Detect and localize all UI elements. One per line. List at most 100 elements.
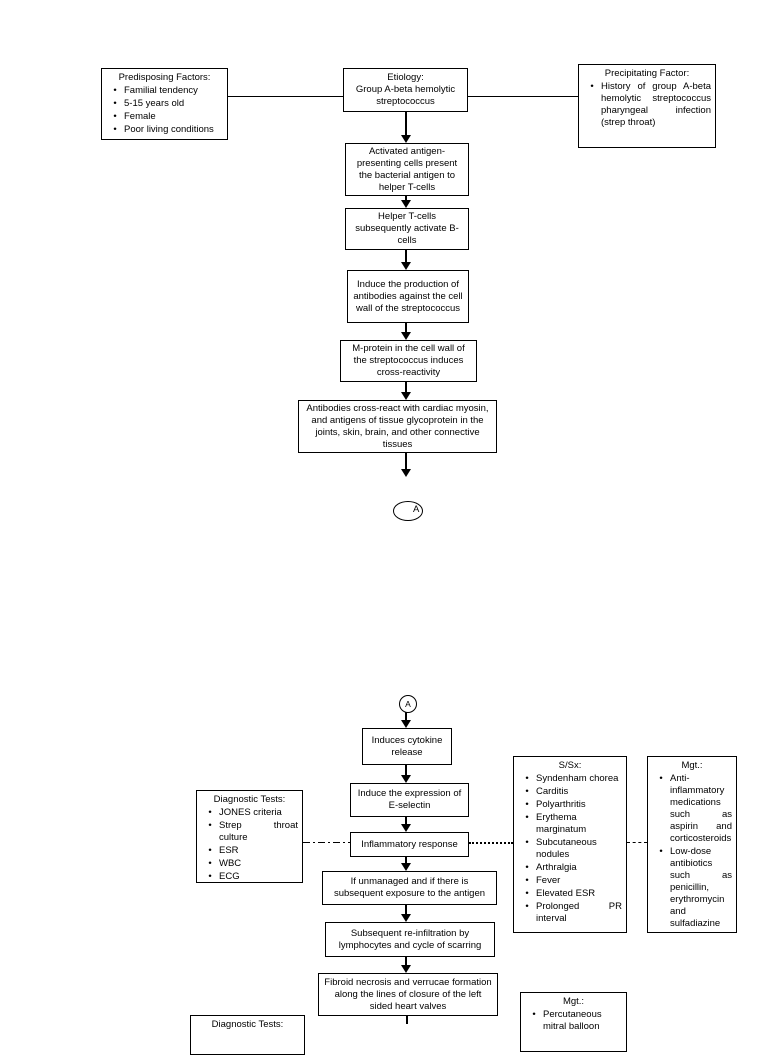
- management-box-2: Mgt.: Percutaneous mitral balloon: [520, 992, 627, 1052]
- list-item: Carditis: [518, 786, 622, 798]
- flow-arrow: [401, 957, 411, 973]
- connector-line-dotted: [469, 842, 513, 844]
- flow-box-text: Induces cytokine release: [371, 734, 443, 758]
- flow-arrow: [401, 857, 411, 871]
- flow-box-antibody-production: Induce the production of antibodies agai…: [347, 270, 469, 323]
- flow-box-helper-tcells: Helper T-cells subsequently activate B-c…: [345, 208, 469, 250]
- flowchart-page: { "connector_label": "A", "colors": {"li…: [0, 0, 768, 1024]
- flow-box-unmanaged: If unmanaged and if there is subsequent …: [322, 871, 497, 905]
- bullet-icon: [201, 871, 219, 883]
- arrow-down-icon: [401, 469, 411, 477]
- list-item: Strep throat culture: [201, 820, 298, 844]
- flow-box-fibroid-necrosis: Fibroid necrosis and verrucae formation …: [318, 973, 498, 1016]
- bullet-icon: [106, 85, 124, 97]
- bullet-icon: [201, 858, 219, 870]
- list-item: Elevated ESR: [518, 888, 622, 900]
- connector-line-left: [228, 96, 343, 97]
- arrow-down-icon: [401, 965, 411, 973]
- management-box: Mgt.: Anti-inflammatory medications such…: [647, 756, 737, 933]
- flow-arrow: [401, 817, 411, 832]
- list-item: WBC: [201, 858, 298, 870]
- diagnostic-tests-box-2: Diagnostic Tests:: [190, 1015, 305, 1055]
- flow-arrow: [401, 905, 411, 922]
- connector-ellipse: [393, 501, 423, 521]
- connector-line-right: [468, 96, 578, 97]
- connector-line-dashdot: [303, 842, 350, 843]
- etiology-title: Etiology:: [387, 72, 424, 83]
- arrow-down-icon: [401, 720, 411, 728]
- ssx-title: S/Sx:: [558, 760, 582, 771]
- arrow-down-icon: [401, 262, 411, 270]
- list-item: ESR: [201, 845, 298, 857]
- connector-label-a: A: [405, 699, 411, 709]
- list-item: Subcutaneous nodules: [518, 837, 622, 861]
- bullet-icon: [106, 98, 124, 110]
- bullet-icon: [518, 773, 536, 785]
- bullet-icon: [201, 845, 219, 857]
- list-item: Familial tendency: [106, 85, 223, 97]
- list-item: Prolonged PR interval: [518, 901, 622, 925]
- etiology-body: Group A-beta hemolytic streptococcus: [355, 84, 456, 107]
- list-item: Fever: [518, 875, 622, 887]
- flow-arrow: [401, 453, 411, 477]
- bullet-icon: [518, 875, 536, 887]
- flow-box-inflammatory-response: Inflammatory response: [350, 832, 469, 857]
- arrow-down-icon: [401, 332, 411, 340]
- bullet-icon: [652, 846, 670, 930]
- signs-symptoms-box: S/Sx: Syndenham chorea Carditis Polyarth…: [513, 756, 627, 933]
- bullet-icon: [106, 124, 124, 136]
- flow-box-antigen-presenting: Activated antigen-presenting cells prese…: [345, 143, 469, 196]
- bullet-icon: [518, 888, 536, 900]
- bullet-icon: [518, 812, 536, 836]
- list-item: History of group A-beta hemolytic strept…: [583, 81, 711, 129]
- list-item: ECG: [201, 871, 298, 883]
- etiology-box: Etiology: Group A-beta hemolytic strepto…: [343, 68, 468, 112]
- connector-circle-a: A: [399, 695, 417, 713]
- flow-line-tail: [406, 1016, 408, 1024]
- flow-box-eselectin: Induce the expression of E-selectin: [350, 783, 469, 817]
- flow-box-text: If unmanaged and if there is subsequent …: [333, 876, 486, 899]
- flow-arrow: [401, 382, 411, 400]
- bullet-icon: [525, 1009, 543, 1033]
- flow-arrow: [401, 196, 411, 208]
- list-item: 5-15 years old: [106, 98, 223, 110]
- flow-arrow: [401, 112, 411, 143]
- list-item: Syndenham chorea: [518, 773, 622, 785]
- arrow-down-icon: [401, 914, 411, 922]
- bullet-icon: [518, 862, 536, 874]
- list-item: Percutaneous mitral balloon: [525, 1009, 622, 1033]
- bullet-icon: [518, 786, 536, 798]
- bullet-icon: [652, 773, 670, 845]
- arrow-down-icon: [401, 200, 411, 208]
- bullet-icon: [106, 111, 124, 123]
- arrow-down-icon: [401, 775, 411, 783]
- list-item: Female: [106, 111, 223, 123]
- flow-arrow: [401, 323, 411, 340]
- list-item: Anti-inflammatory medications such as as…: [652, 773, 732, 845]
- flow-box-text: Fibroid necrosis and verrucae formation …: [324, 976, 492, 1012]
- list-item: Low-dose antibiotics such as penicillin,…: [652, 846, 732, 930]
- flow-box-text: Inflammatory response: [361, 838, 458, 850]
- predisposing-title: Predisposing Factors:: [118, 72, 211, 83]
- connector-label-a: A: [413, 504, 420, 515]
- flow-box-text: Antibodies cross-react with cardiac myos…: [306, 402, 489, 450]
- bullet-icon: [201, 807, 219, 819]
- flow-box-text: Activated antigen-presenting cells prese…: [356, 145, 458, 193]
- list-item: Arthralgia: [518, 862, 622, 874]
- diagnostic-tests-box: Diagnostic Tests: JONES criteria Strep t…: [196, 790, 303, 883]
- precipitating-factor-box: Precipitating Factor: History of group A…: [578, 64, 716, 148]
- list-item: Polyarthritis: [518, 799, 622, 811]
- bullet-icon: [201, 820, 219, 844]
- predisposing-factors-box: Predisposing Factors: Familial tendency …: [101, 68, 228, 140]
- flow-box-mprotein: M-protein in the cell wall of the strept…: [340, 340, 477, 382]
- flow-box-text: Subsequent re-infiltration by lymphocyte…: [338, 927, 482, 951]
- bullet-icon: [518, 837, 536, 861]
- arrow-down-icon: [401, 135, 411, 143]
- list-item: Erythema marginatum: [518, 812, 622, 836]
- flow-box-cytokine: Induces cytokine release: [362, 728, 452, 765]
- diagnostic-title: Diagnostic Tests:: [213, 794, 286, 805]
- bullet-icon: [583, 81, 601, 129]
- flow-box-text: M-protein in the cell wall of the strept…: [352, 343, 465, 378]
- arrow-down-icon: [401, 824, 411, 832]
- connector-line-dashed: [627, 842, 647, 843]
